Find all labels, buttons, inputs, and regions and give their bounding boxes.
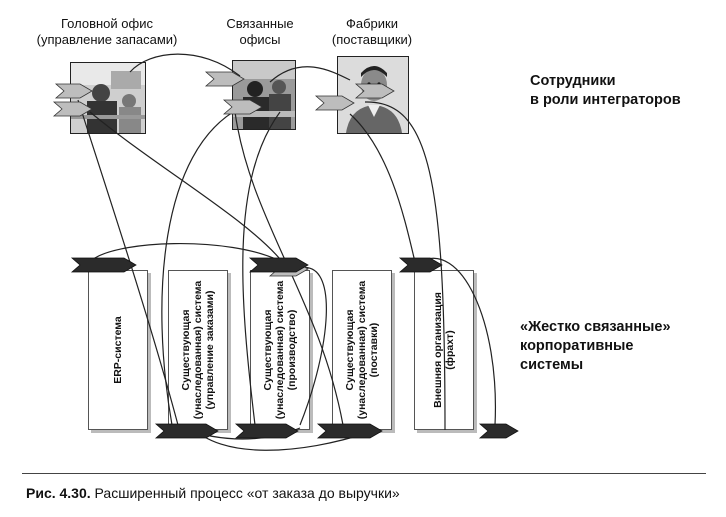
integrator-arrow [54,83,93,99]
system-arrow [398,257,443,273]
integrator-arrow [314,95,355,111]
integrator-arrow [354,83,395,99]
role-label-factories-line2: (поставщики) [331,32,413,47]
flow-line [269,66,351,83]
integrator-arrow [52,101,93,117]
system-arrow [70,257,137,273]
caption-divider [22,473,706,474]
integrator-arrow [222,99,263,115]
system-arrow [154,423,219,439]
systems-label-line2: корпоративные [520,338,634,354]
role-label-factories: Фабрики (поставщики) [322,16,422,48]
system-arrow [234,423,299,439]
flow-line [364,101,446,431]
caption-text: Расширенный процесс «от заказа до выручк… [94,485,400,501]
systems-label-line3: системы [520,357,584,373]
role-label-hq: Головной офис (управление запасами) [22,16,192,48]
role-label-hq-line1: Головной офис [61,16,153,31]
role-label-offices-line2: офисы [239,32,281,47]
role-label-offices: Связанные офисы [210,16,310,48]
integrators-label-line2: в роли интеграторов [530,92,681,108]
flow-line [89,111,286,266]
flow-line [242,111,281,426]
flow-line [129,53,241,77]
system-box-production: Существующая (унаследованная) система (п… [250,270,310,430]
system-box-erp: ERP-система [88,270,148,430]
systems-label: «Жестко связанные» корпоративные системы [520,318,671,375]
flow-line [161,107,241,426]
system-box-supply: Существующая (унаследованная) система (п… [332,270,392,430]
system-arrow [248,257,309,273]
flow-line [299,267,327,426]
integrators-label: Сотрудники в роли интеграторов [530,72,681,110]
integrator-arrow [204,71,245,87]
system-box-orders: Существующая (унаследованная) система (у… [168,270,228,430]
system-arrow [316,423,383,439]
flow-line [419,257,497,426]
integrators-label-line1: Сотрудники [530,73,616,89]
photo-hq [70,62,146,134]
role-label-offices-line1: Связанные [226,16,294,31]
figure-caption: Рис. 4.30. Расширенный процесс «от заказ… [26,485,400,501]
caption-number: Рис. 4.30. [26,485,91,501]
role-label-hq-line2: (управление запасами) [36,32,178,47]
system-arrow [478,423,519,439]
role-label-factories-line1: Фабрики [346,16,398,31]
flow-line [349,113,416,263]
systems-label-line1: «Жестко связанные» [520,319,671,335]
flow-line [89,242,283,263]
photo-hq-image [71,63,145,133]
